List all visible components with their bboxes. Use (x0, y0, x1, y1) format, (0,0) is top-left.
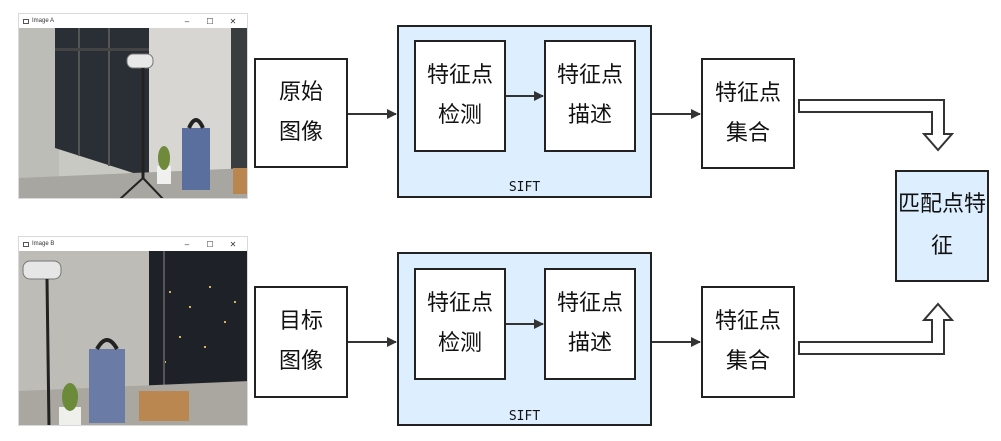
minimize-button[interactable]: – (184, 239, 190, 249)
image-b-photo (19, 251, 247, 425)
box-line2: 图像 (278, 120, 323, 145)
maximize-button[interactable]: ☐ (206, 16, 214, 26)
close-button[interactable]: ✕ (229, 239, 237, 249)
sift-label-bottom: SIFT (508, 409, 541, 424)
box-line1: 特征点 (556, 291, 623, 316)
box-line1: 特征点 (426, 291, 493, 316)
feature-description-box-top: 特征点描述 (544, 40, 636, 152)
box-line1: 目标 (278, 309, 323, 334)
target-image-box: 目标图像 (254, 286, 348, 398)
feature-set-box-bottom: 特征点集合 (701, 286, 795, 398)
box-line1: 特征点 (714, 309, 781, 334)
box-line2: 图像 (278, 349, 323, 374)
close-button[interactable]: ✕ (229, 16, 237, 26)
image-a-window: Image A – ☐ ✕ (18, 13, 248, 199)
sift-label-top: SIFT (508, 180, 541, 195)
box-line2: 集合 (725, 349, 770, 374)
box-line2: 描述 (567, 331, 612, 356)
window-title: Image A (32, 18, 55, 24)
box-line2: 特征 (930, 192, 987, 259)
block-arrow-up (798, 302, 955, 355)
box-line2: 检测 (437, 103, 482, 128)
minimize-button[interactable]: – (184, 16, 190, 26)
image-a-photo (19, 28, 247, 198)
image-b-window: Image B – ☐ ✕ (18, 236, 248, 426)
feature-set-box-top: 特征点集合 (701, 58, 795, 169)
block-arrow-down (798, 99, 955, 152)
feature-description-box-bottom: 特征点描述 (544, 268, 636, 380)
feature-detection-box-top: 特征点检测 (414, 40, 506, 152)
box-line2: 集合 (725, 120, 770, 146)
app-icon (23, 18, 29, 24)
original-image-box: 原始图像 (254, 58, 348, 168)
box-line2: 检测 (437, 331, 482, 356)
box-line1: 特征点 (426, 63, 493, 88)
box-line1: 特征点 (556, 63, 623, 88)
window-title: Image B (32, 241, 55, 247)
maximize-button[interactable]: ☐ (206, 239, 214, 249)
box-line1: 特征点 (714, 80, 781, 106)
box-line2: 描述 (567, 103, 612, 128)
matched-features-box: 匹配点特征 (895, 170, 989, 282)
feature-detection-box-bottom: 特征点检测 (414, 268, 506, 380)
box-line1: 原始 (278, 80, 323, 105)
box-line1: 匹配点 (897, 192, 964, 217)
app-icon (23, 241, 29, 247)
